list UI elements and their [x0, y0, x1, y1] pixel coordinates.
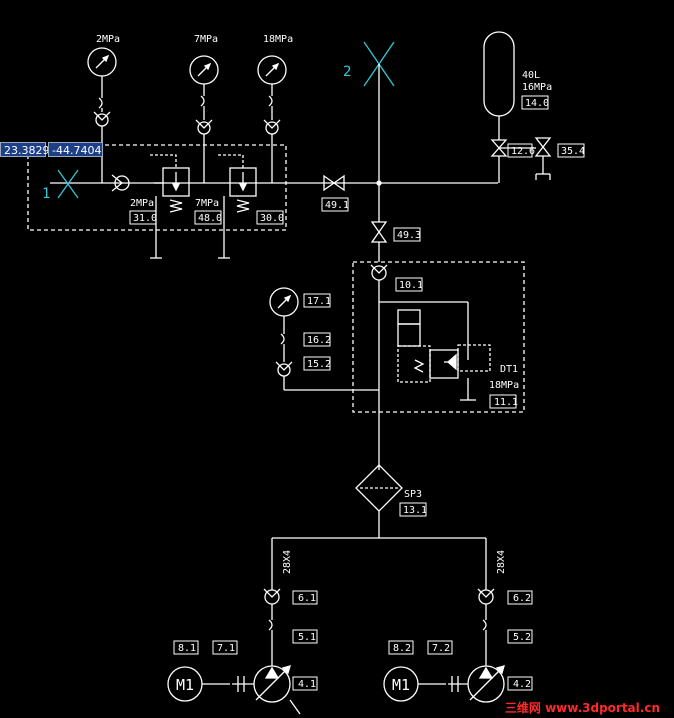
marker-1-cross: [57, 169, 79, 199]
gauge-1-label: 2MPa: [96, 34, 120, 45]
dt1-pressure: 18MPa: [489, 380, 519, 391]
relief-valve-2: [218, 154, 257, 259]
pipe-left-label: 28X4: [282, 550, 293, 574]
tag-8-2: 8.2: [393, 643, 411, 654]
accumulator-pressure: 16MPa: [522, 82, 552, 93]
motor-2-label: M1: [392, 676, 410, 694]
dt1-name: DT1: [500, 364, 518, 375]
tag-13-1: 13.1: [403, 505, 427, 516]
coordinate-x-readout: 23.3829: [0, 142, 50, 157]
marker-1-label: 1: [42, 186, 50, 202]
tag-14-0: 14.0: [525, 98, 549, 109]
tag-31-0: 31.0: [133, 213, 157, 224]
marker-2-label: 2: [343, 64, 351, 80]
tag-49-3: 49.3: [397, 230, 421, 241]
tag-5-1: 5.1: [298, 632, 316, 643]
coordinate-y-readout: -44.7404: [48, 142, 103, 157]
tag-6-1: 6.1: [298, 593, 316, 604]
filter-sp3: [271, 464, 487, 590]
accumulator-volume: 40L: [522, 70, 540, 81]
valve-49-1: [323, 174, 345, 192]
relief-2-label: 7MPa: [195, 198, 219, 209]
tag-15-2: 15.2: [307, 359, 331, 370]
pressure-gauge-3: [257, 55, 287, 183]
valve-49-3: [370, 221, 388, 262]
relief-valve-1: [150, 154, 190, 259]
pump-branch-left: [167, 588, 301, 715]
tag-16-2: 16.2: [307, 335, 331, 346]
tag-12-6: 12.6: [511, 146, 535, 157]
check-valve-main: [111, 174, 130, 192]
tag-48-0: 48.0: [198, 213, 222, 224]
tag-7-1: 7.1: [217, 643, 235, 654]
dt1-valve: [397, 309, 491, 401]
watermark: 三维网 www.3dportal.cn: [504, 701, 660, 715]
tag-17-1: 17.1: [307, 296, 331, 307]
pipe-right-label: 28X4: [496, 550, 507, 574]
middle-block: [352, 261, 525, 413]
tag-30-0: 30.0: [260, 213, 284, 224]
tag-6-2: 6.2: [513, 593, 531, 604]
pressure-gauge-17-1: [269, 287, 379, 391]
check-valve-10-1: [370, 264, 388, 470]
tag-7-2: 7.2: [432, 643, 450, 654]
tag-4-2: 4.2: [513, 679, 531, 690]
tag-10-1: 10.1: [399, 280, 423, 291]
accumulator: [483, 31, 552, 183]
relief-1-label: 2MPa: [130, 198, 154, 209]
gauge-2-label: 7MPa: [194, 34, 218, 45]
motor-1-label: M1: [176, 676, 194, 694]
tag-8-1: 8.1: [178, 643, 196, 654]
tag-4-1: 4.1: [298, 679, 316, 690]
pressure-gauge-2: [189, 55, 219, 183]
pump-branch-right: [383, 588, 505, 703]
pressure-gauge-1: [87, 47, 117, 183]
gauge-3-label: 18MPa: [263, 34, 293, 45]
tag-11-1: 11.1: [494, 397, 518, 408]
tag-35-4: 35.4: [561, 146, 585, 157]
tag-5-2: 5.2: [513, 632, 531, 643]
tag-boxes: [129, 95, 585, 691]
manifold-block: [27, 144, 287, 231]
filter-name: SP3: [404, 489, 422, 500]
tag-49-1: 49.1: [325, 200, 349, 211]
